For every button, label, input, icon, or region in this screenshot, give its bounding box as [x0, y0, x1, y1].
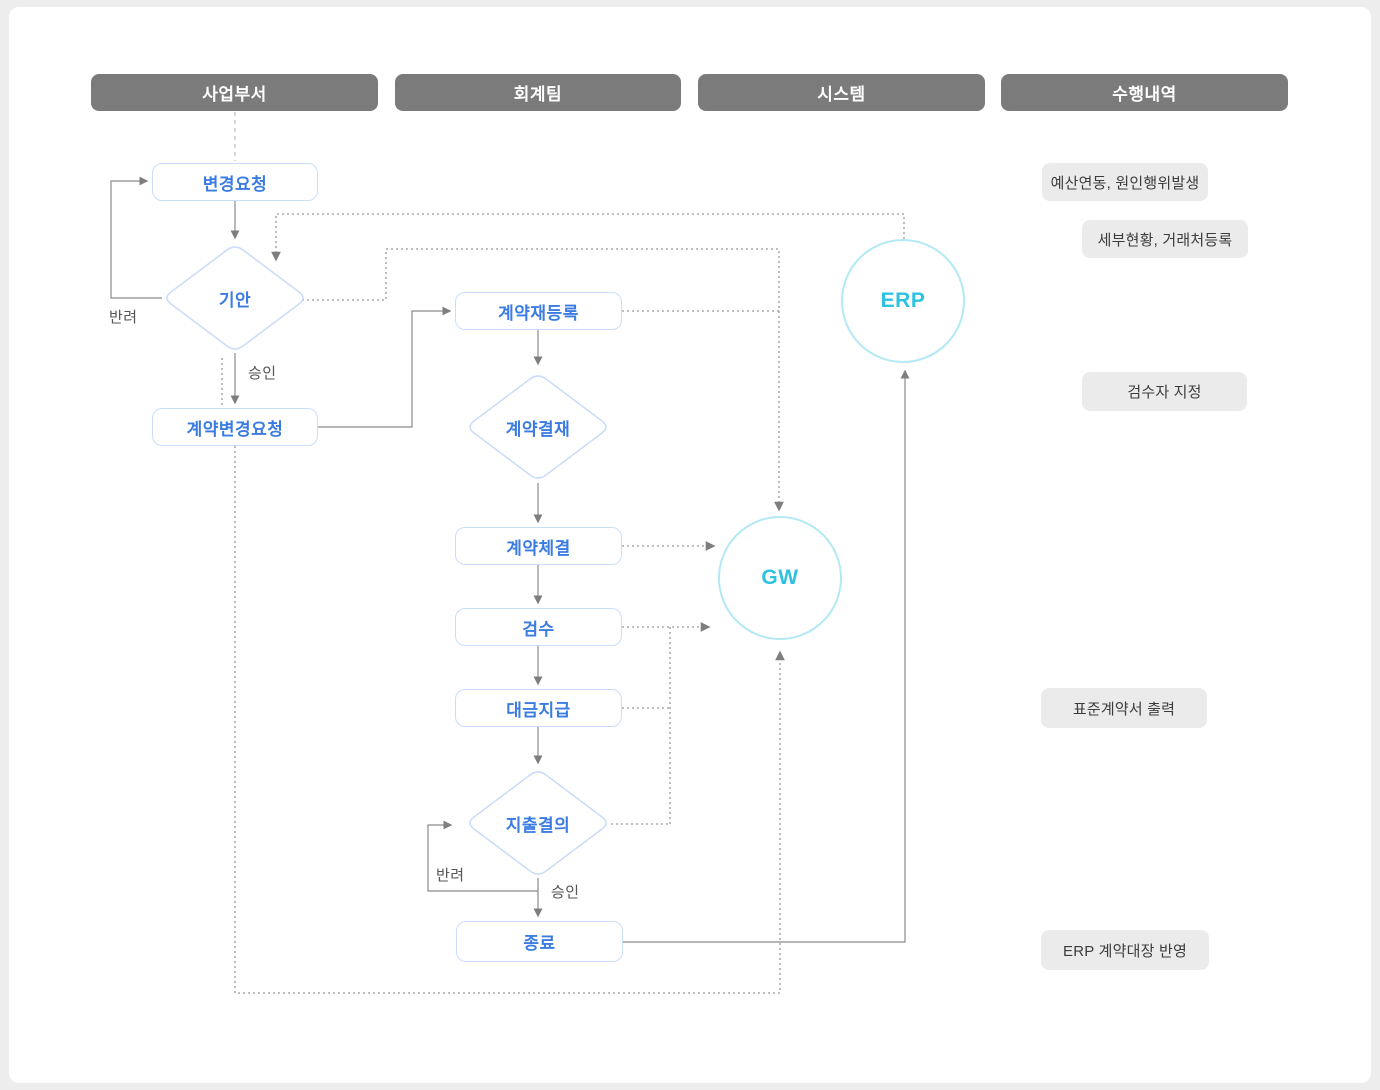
decision-contract-approval: 계약결재	[463, 371, 613, 483]
decision-label: 지출결의	[505, 815, 571, 835]
step-label: 계약재등록	[498, 303, 579, 323]
edge-label-draft-approve: 승인	[246, 362, 279, 383]
lane-header-label: 회계팀	[513, 85, 563, 104]
note-erp-ledger-apply: ERP 계약대장 반영	[1041, 930, 1209, 970]
edge-end-to-erp	[623, 369, 910, 943]
step-inspection: 검수	[455, 608, 622, 646]
system-gw: GW	[718, 516, 842, 640]
step-payment: 대금지급	[455, 689, 622, 727]
note-label: 표준계약서 출력	[1072, 700, 1176, 718]
lane-header-activity: 수행내역	[1001, 74, 1288, 111]
diamond-shape	[469, 771, 607, 875]
note-label: 세부현황, 거래처등록	[1097, 231, 1233, 249]
edge-draft-reject-loop	[110, 176, 162, 299]
diamond-shape	[469, 375, 607, 479]
edge-resolution-reject-loop	[427, 820, 538, 892]
step-label: 종료	[523, 934, 556, 953]
decision-expense-resolution: 지출결의	[463, 767, 613, 879]
edge-label-resolution-approve: 승인	[549, 881, 582, 902]
step-label: 변경요청	[202, 174, 268, 194]
edge-label-draft-reject: 반려	[107, 306, 140, 327]
note-label: ERP 계약대장 반영	[1063, 942, 1187, 960]
note-inspector-assign: 검수자 지정	[1082, 372, 1247, 411]
system-label: ERP	[880, 289, 926, 312]
edge-erp-to-draft-dotted	[271, 213, 905, 262]
step-contract-reregister: 계약재등록	[455, 292, 622, 330]
note-standard-contract-print: 표준계약서 출력	[1041, 688, 1207, 728]
lane-header-accounting-team: 회계팀	[395, 74, 681, 111]
lane-header-label: 수행내역	[1112, 85, 1177, 104]
note-budget-link: 예산연동, 원인행위발생	[1042, 163, 1208, 201]
edge-draft-to-gw-dotted	[302, 248, 784, 512]
decision-draft: 기안	[160, 242, 310, 354]
note-label: 예산연동, 원인행위발생	[1050, 174, 1200, 192]
decision-label: 기안	[218, 290, 252, 310]
step-label: 계약변경요청	[186, 419, 284, 439]
note-detail-vendor-register: 세부현황, 거래처등록	[1082, 220, 1248, 258]
step-change-request: 변경요청	[152, 163, 318, 201]
system-erp: ERP	[841, 239, 965, 363]
system-label: GW	[761, 566, 799, 589]
step-contract-change-request: 계약변경요청	[152, 408, 318, 446]
lane-header-label: 시스템	[817, 85, 866, 104]
decision-label: 계약결재	[505, 419, 571, 439]
lane-header-label: 사업부서	[202, 85, 267, 104]
lane-header-business-dept: 사업부서	[91, 74, 378, 111]
edge-label-resolution-reject: 반려	[434, 864, 467, 885]
lane-header-system: 시스템	[698, 74, 985, 111]
step-end: 종료	[456, 921, 623, 962]
diamond-shape	[166, 246, 304, 350]
step-label: 계약체결	[506, 538, 571, 558]
step-label: 검수	[522, 619, 555, 639]
step-contract-sign: 계약체결	[455, 527, 622, 565]
step-label: 대금지급	[506, 700, 571, 720]
note-label: 검수자 지정	[1127, 384, 1202, 401]
edge-contract-change-to-reregister	[318, 306, 452, 428]
